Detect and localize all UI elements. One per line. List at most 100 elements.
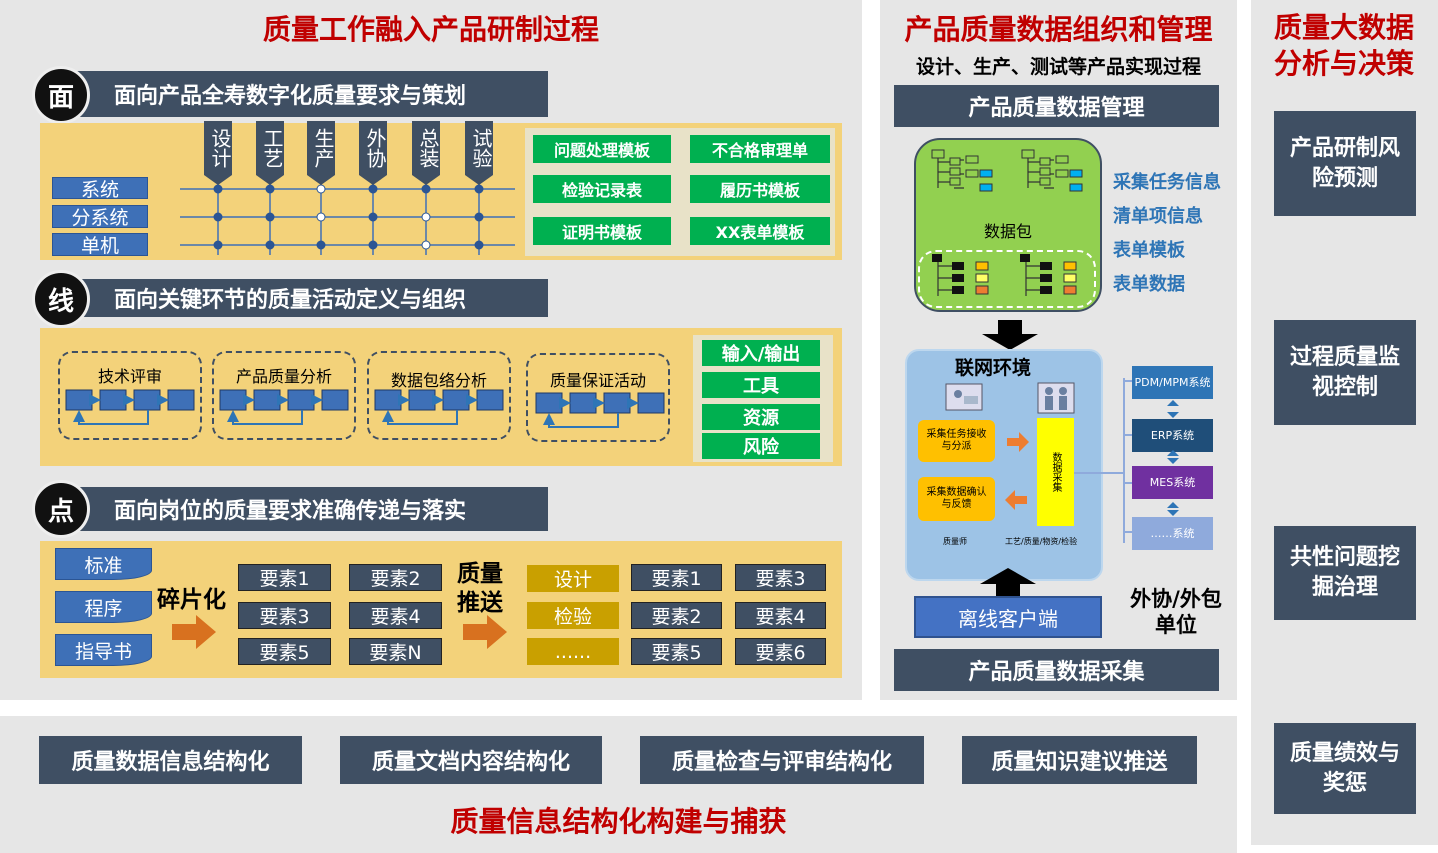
line-badge: 线 [32,270,90,328]
stage-design-label: 设计 [204,121,232,175]
activity-data-envelope: 数据包络分析 [367,351,511,440]
target-inspection: 检验 [527,602,619,629]
element-b-4: 要素4 [735,602,826,629]
system-connector [1074,378,1132,543]
left-arrow-icon [1005,490,1027,510]
right-item-label: 产品研制风险预测 [1289,135,1400,191]
stage-process: 工艺 [256,121,284,185]
right-item-label: 质量绩效与奖惩 [1289,740,1400,796]
activity-label: 产品质量分析 [235,367,332,386]
system-pdm-label: PDM/MPM系统 [1134,376,1211,389]
data-collect-box: 数据采集 [1037,418,1074,526]
line-heading-bar: 面向关键环节的质量活动定义与组织 [60,279,548,317]
stage-grid [180,178,515,255]
system-mes-label: MES系统 [1149,476,1196,489]
data-confirm-box: 采集数据确认与反馈 [918,477,995,521]
level-subsystem: 分系统 [52,205,148,229]
network-label: 联网环境 [955,357,1032,379]
stage-test-label: 试验 [465,121,493,175]
data-collect-label: 数据采集 [1050,452,1061,492]
stage-arrow-icon [204,175,232,185]
fragment-arrow-icon [172,615,216,649]
package-inner [918,250,1096,308]
system-mes: MES系统 [1132,466,1213,499]
system-erp-label: ERP系统 [1150,429,1195,442]
offline-client: 离线客户端 [914,596,1102,638]
face-heading-bar: 面向产品全寿数字化质量要求与策划 [60,71,548,117]
line-heading: 面向关键环节的质量活动定义与组织 [114,288,467,313]
bottom-item-knowledge: 质量知识建议推送 [962,736,1197,784]
info-task: 采集任务信息 [1113,172,1221,193]
activity-flows [65,380,678,440]
point-heading-bar: 面向岗位的质量要求准确传递与落实 [60,487,548,531]
stage-arrow-icon [256,175,284,185]
stage-arrow-icon [465,175,493,185]
bottom-item-label: 质量知识建议推送 [991,750,1168,775]
io-tools: 工具 [702,372,820,398]
system-other-label: ……系统 [1150,527,1195,540]
outsource-label: 外协/外包单位 [1130,587,1222,637]
info-list: 清单项信息 [1113,206,1203,227]
right-panel-title: 质量大数据分析与决策 [1273,11,1414,80]
source-procedure: 程序 [55,591,152,623]
stage-arrow-icon [307,175,335,185]
right-item-common: 共性问题挖掘治理 [1274,526,1416,620]
right-item-process: 过程质量监视控制 [1274,320,1416,425]
element-a-n: 要素N [349,638,442,665]
up-arrow-icon [980,568,1036,598]
handshake-icon [1037,382,1075,414]
stage-arrow-icon [412,175,440,185]
source-standard: 标准 [55,548,152,580]
system-pdm: PDM/MPM系统 [1132,366,1213,399]
source-guide: 指导书 [55,634,152,666]
bottom-item-data: 质量数据信息结构化 [39,736,302,784]
element-b-5: 要素5 [631,638,722,665]
target-design: 设计 [527,565,619,592]
template-inspection: 检验记录表 [533,175,671,203]
element-a-4: 要素4 [349,602,442,629]
stage-production-label: 生产 [307,121,335,175]
activity-tech-review: 技术评审 [58,351,202,440]
element-b-2: 要素2 [631,602,722,629]
down-arrow-icon [982,320,1038,350]
template-certificate: 证明书模板 [533,217,671,245]
stage-assembly-label: 总装 [412,121,440,175]
collect-bar: 产品质量数据采集 [894,649,1219,691]
level-system: 系统 [52,177,148,201]
bottom-item-label: 质量数据信息结构化 [71,750,270,775]
template-xx-form: XX表单模板 [690,217,830,245]
offline-client-label: 离线客户端 [958,606,1058,631]
collect-bar-label: 产品质量数据采集 [968,660,1145,685]
stage-production: 生产 [307,121,335,185]
stage-process-label: 工艺 [256,121,284,175]
element-b-1: 要素1 [631,564,722,591]
form-icon [932,254,1077,296]
point-badge: 点 [32,480,90,538]
element-a-5: 要素5 [238,638,331,665]
stage-outsource-label: 外协 [359,121,387,175]
push-label: 质量推送 [457,561,503,616]
info-data: 表单数据 [1113,274,1185,295]
target-more: ...... [527,638,619,665]
face-badge: 面 [32,66,90,124]
push-arrow-icon [463,615,507,649]
template-nonconformance: 不合格审理单 [690,135,830,163]
right-item-label: 过程质量监视控制 [1289,344,1400,400]
element-b-6: 要素6 [735,638,826,665]
io-risks: 风险 [702,433,820,459]
element-a-1: 要素1 [238,564,331,591]
people-icon [945,383,983,411]
management-bar: 产品质量数据管理 [894,85,1219,127]
tree-icon [931,149,1083,192]
level-unit: 单机 [52,233,148,257]
stage-assembly: 总装 [412,121,440,185]
element-a-3: 要素3 [238,602,331,629]
template-issue: 问题处理模板 [533,135,671,163]
system-other: ……系统 [1132,517,1213,550]
fragment-label: 碎片化 [157,587,226,613]
activity-label: 质量保证活动 [549,371,646,390]
system-erp: ERP系统 [1132,419,1213,452]
package-label: 数据包 [983,222,1032,241]
right-item-risk: 产品研制风险预测 [1274,111,1416,216]
right-arrow-icon [1007,432,1029,452]
